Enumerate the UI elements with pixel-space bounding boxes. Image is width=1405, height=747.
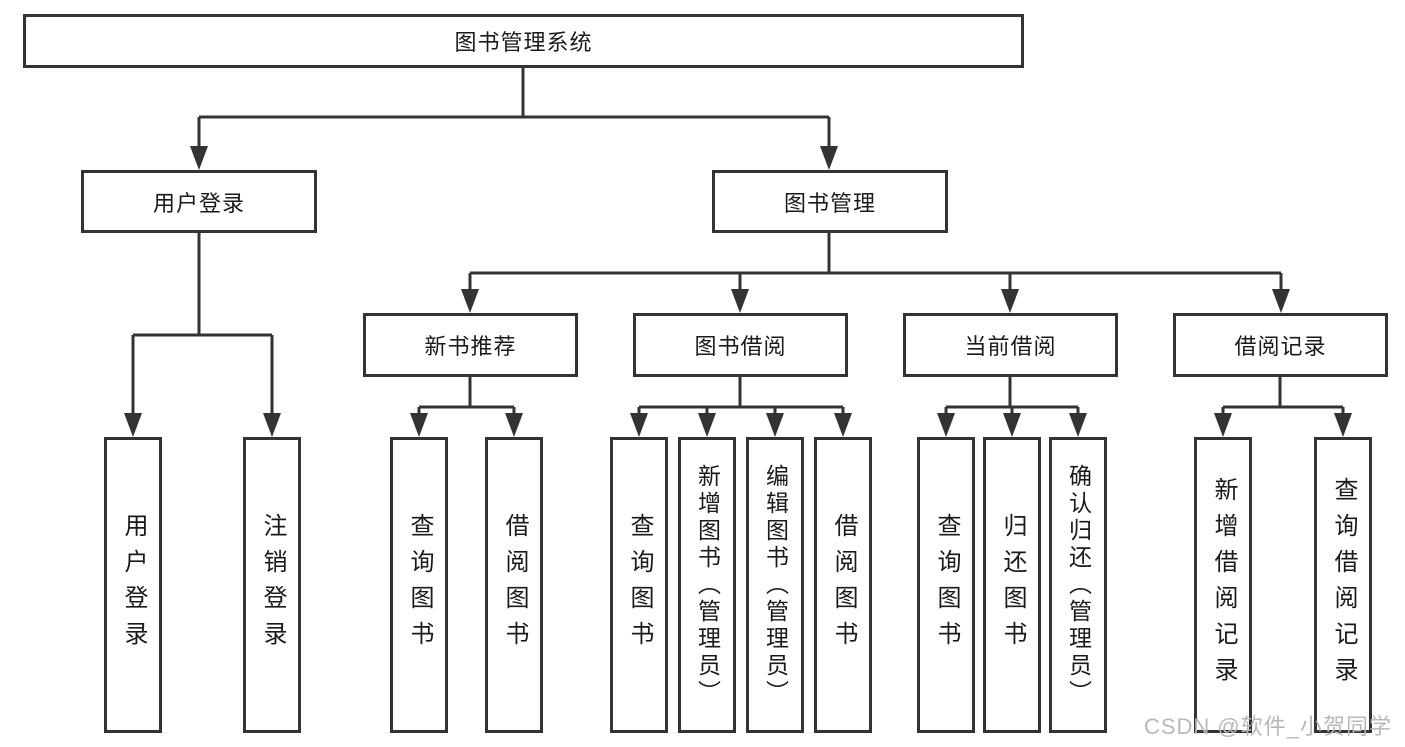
connector-root-split xyxy=(190,68,838,170)
leaf-cb-confirm-return-admin-label: 确认归还（管理员） xyxy=(1065,463,1092,707)
csdn-watermark: CSDN @软件_小贺同学 xyxy=(1143,714,1392,739)
connector-borrow-records-split xyxy=(1214,377,1352,437)
node-current-borrow: 当前借阅 xyxy=(903,313,1118,377)
leaf-user-login: 用户登录 xyxy=(104,437,162,733)
leaf-bb-query-books-label: 查询图书 xyxy=(626,513,653,657)
leaf-user-login-label: 用户登录 xyxy=(120,513,147,657)
node-book-borrow-label: 图书借阅 xyxy=(694,334,787,359)
leaf-cb-query-books-label: 查询图书 xyxy=(933,513,960,657)
node-borrow-records-label: 借阅记录 xyxy=(1234,334,1327,359)
leaf-bb-query-books: 查询图书 xyxy=(610,437,668,733)
leaf-rec-borrow-books: 借阅图书 xyxy=(485,437,543,733)
connector-user-login-split xyxy=(124,233,281,437)
leaf-cb-return-books-label: 归还图书 xyxy=(999,513,1026,657)
node-user-login-label: 用户登录 xyxy=(152,190,245,216)
leaf-bb-add-books-admin: 新增图书（管理员） xyxy=(678,437,736,733)
leaf-bb-add-books-admin-label: 新增图书（管理员） xyxy=(694,463,721,707)
leaf-rec-query-books-label: 查询图书 xyxy=(406,513,433,657)
leaf-logout: 注销登录 xyxy=(243,437,301,733)
node-book-mgmt-label: 图书管理 xyxy=(783,190,876,216)
node-book-borrow: 图书借阅 xyxy=(633,313,848,377)
connector-new-book-rec-split xyxy=(410,377,523,437)
node-new-book-rec-label: 新书推荐 xyxy=(424,334,517,359)
node-root-label: 图书管理系统 xyxy=(454,30,593,55)
leaf-cb-query-books: 查询图书 xyxy=(917,437,975,733)
node-root-library-system: 图书管理系统 xyxy=(23,14,1024,68)
leaf-bb-edit-books-admin: 编辑图书（管理员） xyxy=(746,437,804,733)
leaf-br-add-record: 新增借阅记录 xyxy=(1194,437,1252,733)
node-current-borrow-label: 当前借阅 xyxy=(964,334,1057,359)
node-book-mgmt: 图书管理 xyxy=(712,170,948,233)
leaf-cb-return-books: 归还图书 xyxy=(983,437,1041,733)
leaf-logout-label: 注销登录 xyxy=(259,513,286,657)
connector-current-borrow-split xyxy=(937,377,1087,437)
leaf-bb-edit-books-admin-label: 编辑图书（管理员） xyxy=(762,463,789,707)
node-new-book-rec: 新书推荐 xyxy=(363,313,578,377)
connector-book-mgmt-split xyxy=(461,233,1290,313)
leaf-bb-borrow-books: 借阅图书 xyxy=(814,437,872,733)
leaf-cb-confirm-return-admin: 确认归还（管理员） xyxy=(1049,437,1107,733)
leaf-br-add-record-label: 新增借阅记录 xyxy=(1210,477,1237,693)
node-borrow-records: 借阅记录 xyxy=(1173,313,1388,377)
leaf-rec-borrow-books-label: 借阅图书 xyxy=(501,513,528,657)
connector-book-borrow-split xyxy=(630,377,852,437)
leaf-rec-query-books: 查询图书 xyxy=(390,437,448,733)
leaf-bb-borrow-books-label: 借阅图书 xyxy=(830,513,857,657)
node-user-login: 用户登录 xyxy=(81,170,317,233)
leaf-br-query-record: 查询借阅记录 xyxy=(1314,437,1372,733)
leaf-br-query-record-label: 查询借阅记录 xyxy=(1330,477,1357,693)
